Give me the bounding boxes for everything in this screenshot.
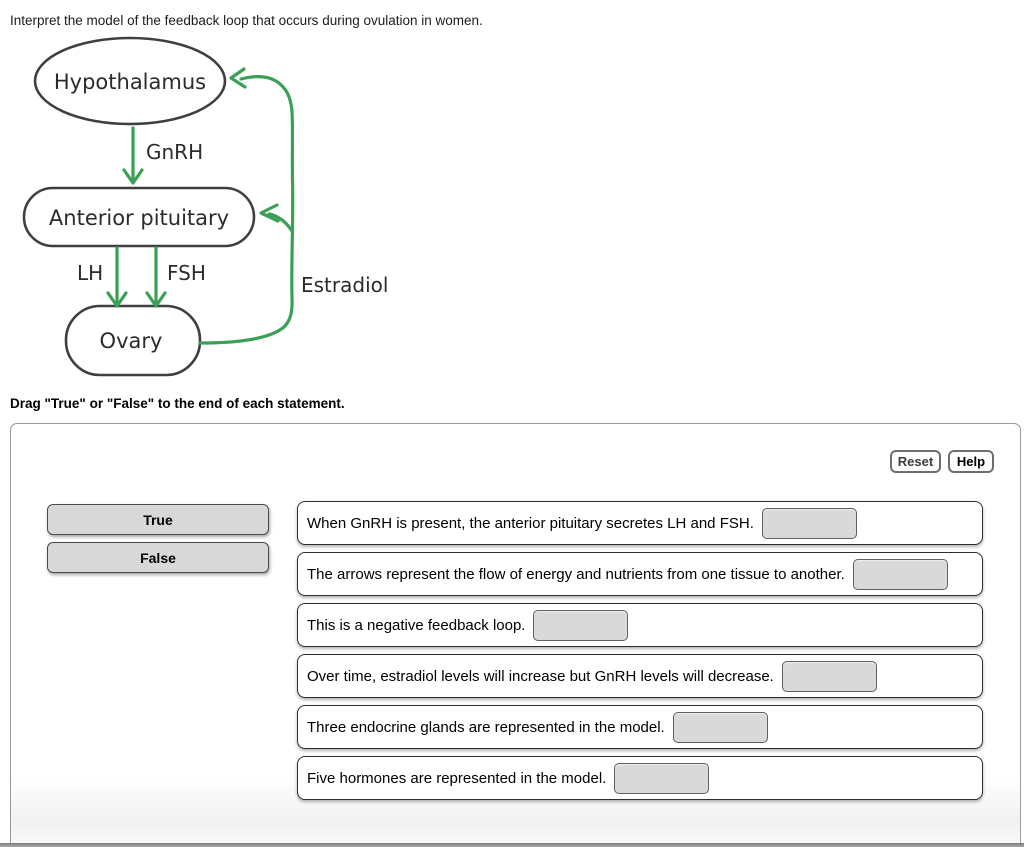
statement-text: When GnRH is present, the anterior pitui… (307, 514, 754, 532)
statement-row: The arrows represent the flow of energy … (297, 552, 983, 596)
estradiol-to-hypothalamus-arrowhead-icon (229, 67, 247, 89)
gland-outlines (22, 36, 256, 377)
false-chip[interactable]: False (47, 542, 269, 573)
estradiol-label: Estradiol (301, 273, 388, 297)
drag-drop-panel: Reset Help True False When GnRH is prese… (10, 423, 1021, 847)
fsh-label: FSH (167, 261, 206, 285)
true-chip[interactable]: True (47, 504, 269, 535)
estradiol-feedback-line (198, 75, 295, 345)
statement-row: This is a negative feedback loop. (297, 603, 983, 647)
hypothalamus-node (33, 36, 227, 126)
lh-label: LH (77, 261, 103, 285)
anterior-pituitary-label: Anterior pituitary (49, 206, 229, 230)
reset-button[interactable]: Reset (890, 450, 941, 473)
statement-text: Three endocrine glands are represented i… (307, 718, 665, 736)
page-instruction: Interpret the model of the feedback loop… (10, 13, 483, 28)
viewport-bottom-edge (0, 843, 1024, 847)
statement-row: Three endocrine glands are represented i… (297, 705, 983, 749)
statement-row: When GnRH is present, the anterior pitui… (297, 501, 983, 545)
ovary-label: Ovary (100, 329, 163, 353)
help-button[interactable]: Help (948, 450, 994, 473)
drop-zone[interactable] (672, 711, 768, 743)
anterior-pituitary-node (22, 186, 256, 248)
fsh-arrowhead-icon (145, 291, 167, 308)
statement-text: This is a negative feedback loop. (307, 616, 526, 634)
drop-zone[interactable] (614, 762, 710, 794)
drop-zone[interactable] (781, 660, 877, 692)
statement-row: Five hormones are represented in the mod… (297, 756, 983, 800)
lh-arrowhead-icon (106, 291, 128, 308)
statement-text: Over time, estradiol levels will increas… (307, 667, 774, 685)
statement-row: Over time, estradiol levels will increas… (297, 654, 983, 698)
hormone-arrows (106, 67, 295, 345)
ovary-node (64, 304, 202, 377)
statement-text: The arrows represent the flow of energy … (307, 565, 845, 583)
gnrh-label: GnRH (146, 140, 203, 164)
estradiol-to-pituitary-arrowhead-icon (259, 203, 280, 223)
estradiol-branch-line (267, 212, 294, 233)
feedback-loop-diagram: Hypothalamus Anterior pituitary Ovary Gn… (22, 36, 388, 377)
drag-instruction: Drag "True" or "False" to the end of eac… (10, 396, 345, 411)
drop-zone[interactable] (852, 558, 948, 590)
hypothalamus-label: Hypothalamus (54, 70, 206, 94)
gnrh-arrowhead-icon (122, 168, 144, 185)
drop-zone[interactable] (761, 507, 857, 539)
statement-text: Five hormones are represented in the mod… (307, 769, 607, 787)
drop-zone[interactable] (533, 609, 629, 641)
